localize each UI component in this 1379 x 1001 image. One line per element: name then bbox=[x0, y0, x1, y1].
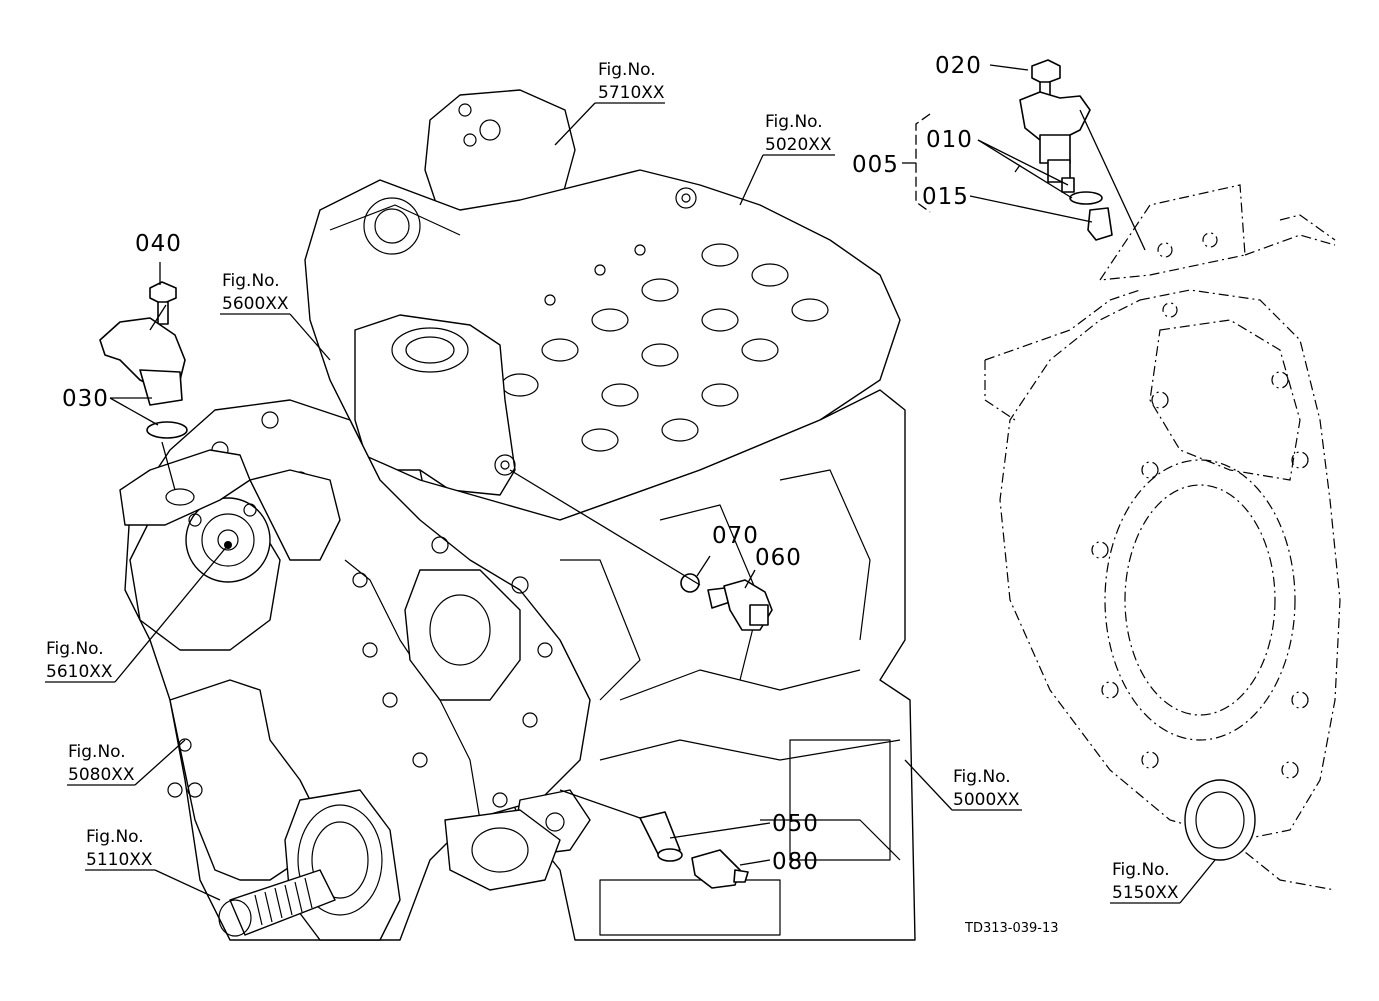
figure-ref-labels: Fig.No. 5710XX Fig.No. 5020XX Fig.No. 56… bbox=[46, 60, 1179, 903]
flywheel-housing-drawing bbox=[984, 184, 1341, 891]
part-070-o-ring bbox=[680, 573, 700, 593]
part-080-oil-pressure-switch bbox=[691, 849, 749, 889]
svg-text:Fig.No.: Fig.No. bbox=[222, 271, 280, 291]
svg-text:5600XX: 5600XX bbox=[222, 294, 289, 314]
leader-lines bbox=[45, 64, 1216, 904]
part-050-adapter bbox=[639, 811, 683, 862]
svg-text:5000XX: 5000XX bbox=[953, 790, 1020, 810]
svg-text:5610XX: 5610XX bbox=[46, 662, 113, 682]
fig-ref-5600: Fig.No. 5600XX bbox=[222, 271, 289, 314]
head-holes bbox=[501, 243, 829, 452]
part-010-speed-sensor bbox=[1019, 91, 1146, 251]
part-040-bolt bbox=[149, 281, 177, 325]
svg-text:5710XX: 5710XX bbox=[598, 83, 665, 103]
svg-text:Fig.No.: Fig.No. bbox=[765, 112, 823, 132]
fig-ref-5080: Fig.No. 5080XX bbox=[68, 742, 135, 785]
fig-ref-5610: Fig.No. 5610XX bbox=[46, 639, 113, 682]
part-label-050: 050 bbox=[772, 811, 819, 837]
part-label-060: 060 bbox=[755, 545, 802, 571]
fig-ref-5110: Fig.No. 5110XX bbox=[86, 827, 153, 870]
engine-block-drawing bbox=[119, 89, 916, 941]
part-label-010: 010 bbox=[926, 127, 973, 153]
part-label-005: 005 bbox=[852, 152, 899, 178]
part-label-015: 015 bbox=[922, 184, 969, 210]
svg-text:Fig.No.: Fig.No. bbox=[68, 742, 126, 762]
svg-text:Fig.No.: Fig.No. bbox=[86, 827, 144, 847]
part-020-bolt bbox=[1031, 59, 1061, 101]
fig-ref-5000: Fig.No. 5000XX bbox=[953, 767, 1020, 810]
part-060-temp-sensor bbox=[707, 579, 773, 631]
part-030-cam-sensor bbox=[99, 317, 188, 439]
svg-text:5150XX: 5150XX bbox=[1112, 883, 1179, 903]
svg-text:5020XX: 5020XX bbox=[765, 135, 832, 155]
fig-ref-5020: Fig.No. 5020XX bbox=[765, 112, 832, 155]
svg-text:Fig.No.: Fig.No. bbox=[598, 60, 656, 80]
housing-bolt-holes bbox=[1091, 232, 1309, 779]
part-label-030: 030 bbox=[62, 386, 109, 412]
part-label-080: 080 bbox=[772, 849, 819, 875]
fig-ref-5710: Fig.No. 5710XX bbox=[598, 60, 665, 103]
svg-text:Fig.No.: Fig.No. bbox=[1112, 860, 1170, 880]
svg-text:Fig.No.: Fig.No. bbox=[46, 639, 104, 659]
svg-text:Fig.No.: Fig.No. bbox=[953, 767, 1011, 787]
svg-text:5080XX: 5080XX bbox=[68, 765, 135, 785]
fig-ref-5150: Fig.No. 5150XX bbox=[1112, 860, 1179, 903]
part-label-070: 070 bbox=[712, 523, 759, 549]
part-label-020: 020 bbox=[935, 53, 982, 79]
part-number-labels: 020 005 010 015 040 030 070 060 050 080 bbox=[62, 53, 982, 875]
drawing-code: TD313-039-13 bbox=[964, 921, 1059, 936]
svg-text:5110XX: 5110XX bbox=[86, 850, 153, 870]
part-label-040: 040 bbox=[135, 231, 182, 257]
